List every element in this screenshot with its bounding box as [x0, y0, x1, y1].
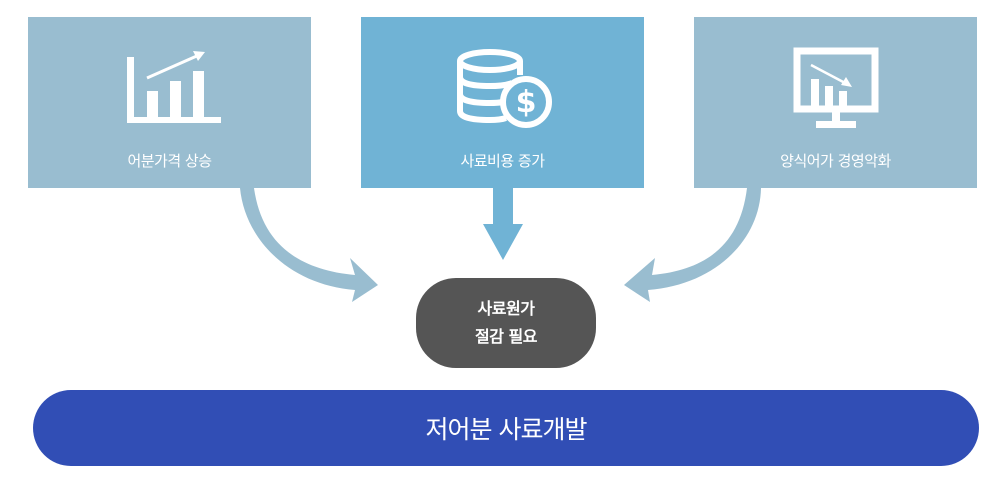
curved-arrow-left — [240, 188, 378, 302]
down-arrow-middle — [483, 188, 523, 260]
coin-stack-dollar-icon: $ — [456, 49, 552, 128]
svg-text:$: $ — [515, 85, 536, 120]
cause-box-feed-cost: $ 사료비용 증가 — [361, 17, 644, 188]
result-label: 저어분 사료개발 — [425, 415, 588, 444]
cause-label: 사료비용 증가 — [460, 152, 545, 170]
result-low-fishmeal-feed: 저어분 사료개발 — [33, 390, 979, 466]
center-line-2: 절감 필요 — [475, 327, 537, 346]
curved-arrow-right — [624, 188, 761, 302]
monitor-chart-falling-icon — [793, 47, 878, 128]
cause-label: 어분가격 상승 — [127, 152, 212, 170]
cause-box-fishmeal-price: 어분가격 상승 — [28, 17, 311, 188]
cause-box-farm-management: 양식어가 경영악화 — [694, 17, 977, 188]
bar-chart-rising-icon — [126, 51, 221, 123]
cause-label: 양식어가 경영악화 — [780, 152, 891, 170]
center-line-1: 사료원가 — [477, 299, 535, 318]
need-cost-reduction-node: 사료원가 절감 필요 — [416, 278, 596, 368]
